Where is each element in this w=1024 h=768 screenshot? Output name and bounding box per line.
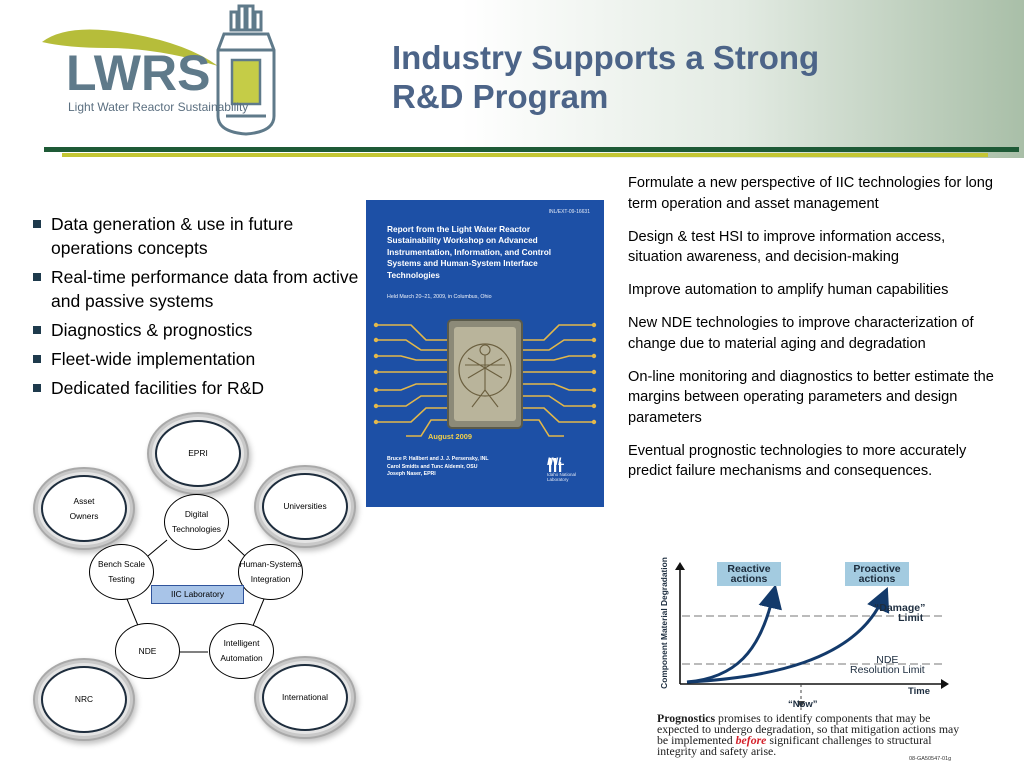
now-label: “Now” <box>788 699 818 710</box>
cover-title: Report from the Light Water Reactor Sust… <box>387 224 552 280</box>
circuit-chip-icon <box>373 319 597 472</box>
cover-author: Joseph Naser, EPRI <box>387 471 436 478</box>
label-line: Bench Scale <box>97 559 146 569</box>
objective-paragraph: Eventual prognostic technologies to more… <box>628 442 967 480</box>
caption-text: significant challenges to structural int… <box>657 733 932 758</box>
label-line: Owners <box>69 510 99 521</box>
node-label: Bench Scale Testing <box>98 557 145 587</box>
bullet-item: Data generation & use in future operatio… <box>30 212 360 260</box>
cover-held: Held March 20–21, 2009, in Columbus, Ohi… <box>387 294 492 300</box>
node-label: NDE <box>138 645 157 656</box>
now-arrow-icon <box>797 701 805 708</box>
objective-paragraph: Improve automation to amplify human capa… <box>628 282 949 298</box>
objective-paragraph: New NDE technologies to improve characte… <box>628 315 974 352</box>
node-nde: NDE <box>115 623 180 679</box>
label-line: “Damage” <box>874 602 926 614</box>
damage-limit-label: “Damage” Limit <box>874 602 926 624</box>
node-label: Intelligent Automation <box>220 636 262 666</box>
bullet-item: Dedicated facilities for R&D <box>30 376 360 400</box>
node-bench-scale-testing: Bench Scale Testing <box>89 544 154 600</box>
objective-paragraph: On-line monitoring and diagnostics to be… <box>628 368 994 426</box>
logo-text: LWRS <box>66 45 210 101</box>
box-line: actions <box>858 573 896 585</box>
cover-date: August 2009 <box>428 432 472 441</box>
node-epri: EPRI <box>155 420 241 487</box>
node-label: Human-Systems Integration <box>240 557 302 587</box>
label-line: NDE <box>876 654 899 666</box>
label-line: Asset <box>73 495 95 506</box>
node-intelligent-automation: Intelligent Automation <box>209 623 274 679</box>
bullet-list: Data generation & use in future operatio… <box>30 212 360 405</box>
label-line: Automation <box>220 653 263 663</box>
proactive-actions-box: Proactive actions <box>845 562 909 586</box>
figure-code: 08-GA50547-01g <box>909 756 952 762</box>
cover-author: Bruce P. Hallbert and J. J. Persensky, I… <box>387 456 489 462</box>
title-line-2: R&D Program <box>392 78 609 115</box>
title-line-1: Industry Supports a Strong <box>392 39 820 76</box>
node-digital-technologies: Digital Technologies <box>164 494 229 550</box>
logo-tagline: Light Water Reactor Sustainability <box>68 100 249 114</box>
node-international: International <box>262 664 348 731</box>
objective-paragraph: Design & test HSI to improve information… <box>628 228 946 266</box>
label-line: Testing <box>108 574 135 584</box>
y-axis-label: Component Material Degradation <box>659 557 669 689</box>
lwrs-logo: LWRS <box>42 4 276 136</box>
node-label: Digital Technologies <box>172 507 221 537</box>
prognostics-caption: Prognostics promises to identify compone… <box>657 711 967 758</box>
label-line: Intelligent <box>223 638 260 648</box>
label-line: Digital <box>184 509 209 519</box>
cover-author: Carol Smidts and Tunc Aldemir, OSU <box>387 463 478 470</box>
cover-lab-name: INL <box>547 456 565 468</box>
node-nrc: NRC <box>41 666 127 733</box>
node-asset-owners: Asset Owners <box>41 475 127 542</box>
bullet-item: Diagnostics & prognostics <box>30 318 360 342</box>
reactive-curve <box>686 584 782 684</box>
label-line: Technologies <box>172 524 221 534</box>
node-universities: Universities <box>262 473 348 540</box>
nde-limit-label: NDE Resolution Limit <box>850 654 925 676</box>
node-label: Universities <box>283 501 327 511</box>
slide-title: Industry Supports a Strong R&D Program <box>392 38 952 116</box>
bullet-item: Real-time performance data from active a… <box>30 265 360 313</box>
caption-text: promises to identify components that may… <box>657 711 960 747</box>
iic-laboratory-box: IIC Laboratory <box>151 585 244 604</box>
proactive-curve <box>686 587 890 684</box>
bullet-item: Fleet-wide implementation <box>30 347 360 371</box>
label-line: Integration <box>250 574 291 584</box>
label-line: Resolution Limit <box>850 664 925 676</box>
caption-highlight: before <box>735 733 767 747</box>
header-background <box>0 0 1024 158</box>
label-line: Human-Systems <box>239 559 302 569</box>
x-axis-arrow-icon <box>941 679 949 689</box>
objectives-text: Formulate a new perspective of IIC techn… <box>628 173 1000 494</box>
box-line: Reactive <box>727 563 771 575</box>
report-cover-image: INL/EXT-09-16631 Report from the Light W… <box>366 200 604 507</box>
cover-doc-id: INL/EXT-09-16631 <box>548 209 590 215</box>
label-line: Limit <box>898 612 924 624</box>
node-label: EPRI <box>188 448 208 458</box>
caption-bold: Prognostics <box>657 711 716 725</box>
y-axis-arrow-icon <box>675 562 685 570</box>
degradation-chart <box>675 562 949 710</box>
node-human-systems-integration: Human-Systems Integration <box>238 544 303 600</box>
box-line: Proactive <box>853 563 901 575</box>
box-line: actions <box>730 573 768 585</box>
node-label: NRC <box>74 694 94 704</box>
objective-paragraph: Formulate a new perspective of IIC techn… <box>628 175 994 212</box>
cover-lab-sub: Idaho National Laboratory <box>547 472 577 482</box>
reactive-actions-box: Reactive actions <box>717 562 781 586</box>
x-axis-label: Time <box>908 686 931 697</box>
cover-authors: Bruce P. Hallbert and J. J. Persensky, I… <box>387 456 489 479</box>
node-label: Asset Owners <box>70 494 99 524</box>
node-label: International <box>281 692 329 702</box>
header-rule-light <box>62 153 988 157</box>
header-rule-dark <box>44 147 1019 152</box>
